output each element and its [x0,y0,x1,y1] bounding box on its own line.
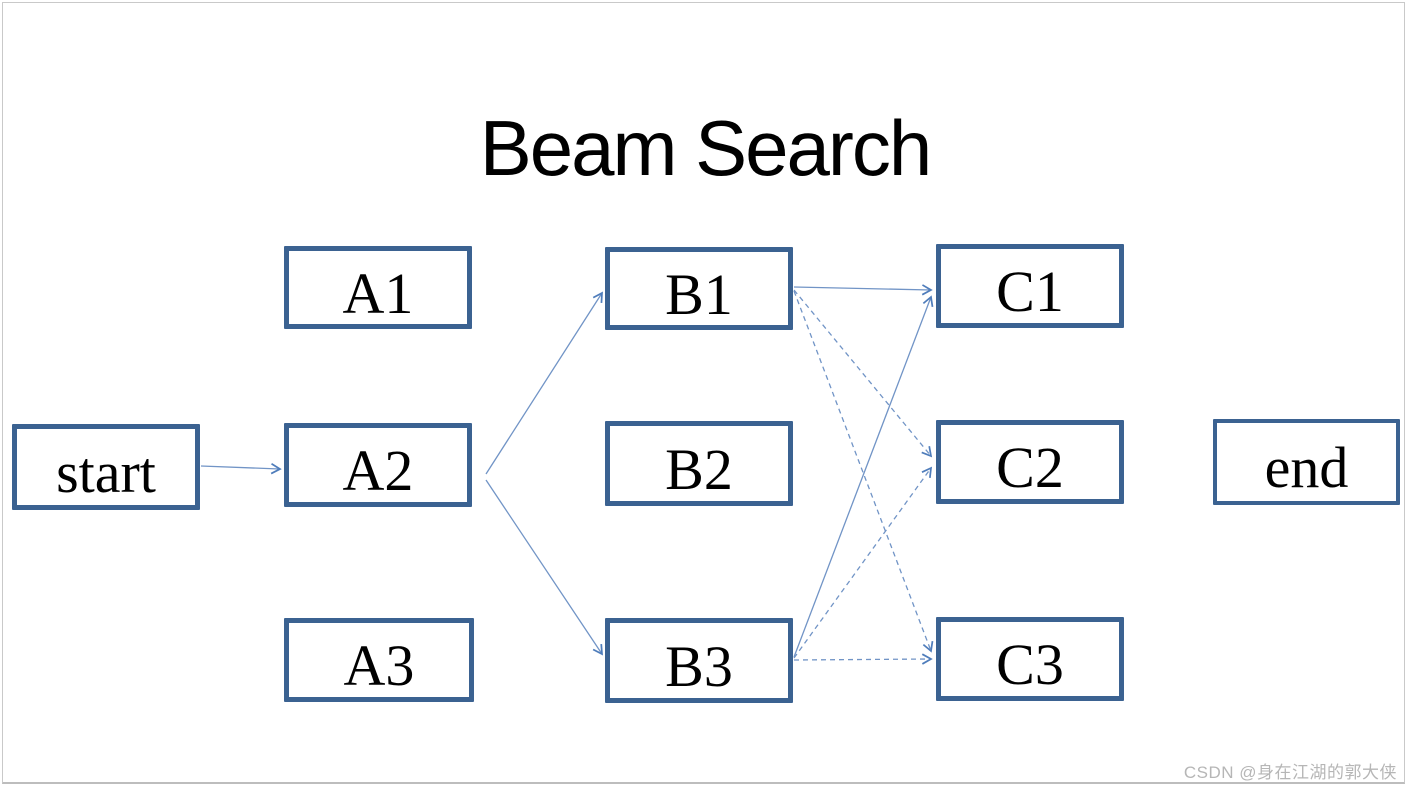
node-c2: C2 [936,420,1124,504]
edge-b3-c1 [793,295,934,658]
node-a1-label: A1 [342,260,414,326]
edge-b3-c3 [793,653,933,665]
node-end-label: end [1264,435,1349,500]
edge-b1-c1 [793,284,933,296]
diagram-title: Beam Search [479,104,933,193]
node-b3-label: B3 [665,633,733,699]
watermark: CSDN @身在江湖的郭大侠 [1183,763,1397,782]
node-b2-label: B2 [665,436,733,502]
edge-group [200,284,934,665]
node-b1: B1 [605,247,793,330]
edge-a2-b1 [485,291,603,475]
node-c2-label: C2 [996,435,1064,500]
node-c1: C1 [936,244,1124,328]
node-end: end [1213,419,1400,505]
node-a2-label: A2 [342,438,414,503]
node-c1-label: C1 [996,259,1064,324]
node-a1: A1 [284,246,472,329]
edge-b3-c2 [793,466,933,659]
edge-start-a2 [200,463,282,475]
node-a3: A3 [284,618,474,702]
edge-a2-b3 [485,479,603,656]
edge-b1-c2 [793,289,933,458]
node-start-label: start [56,440,156,505]
node-c3: C3 [936,617,1124,701]
node-b2: B2 [605,421,793,506]
node-a2: A2 [284,423,472,507]
edge-b1-c3 [793,290,934,653]
node-b1-label: B1 [665,261,733,327]
node-b3: B3 [605,618,793,703]
node-c3-label: C3 [996,632,1064,697]
node-start: start [12,424,200,510]
node-a3-label: A3 [343,633,415,698]
